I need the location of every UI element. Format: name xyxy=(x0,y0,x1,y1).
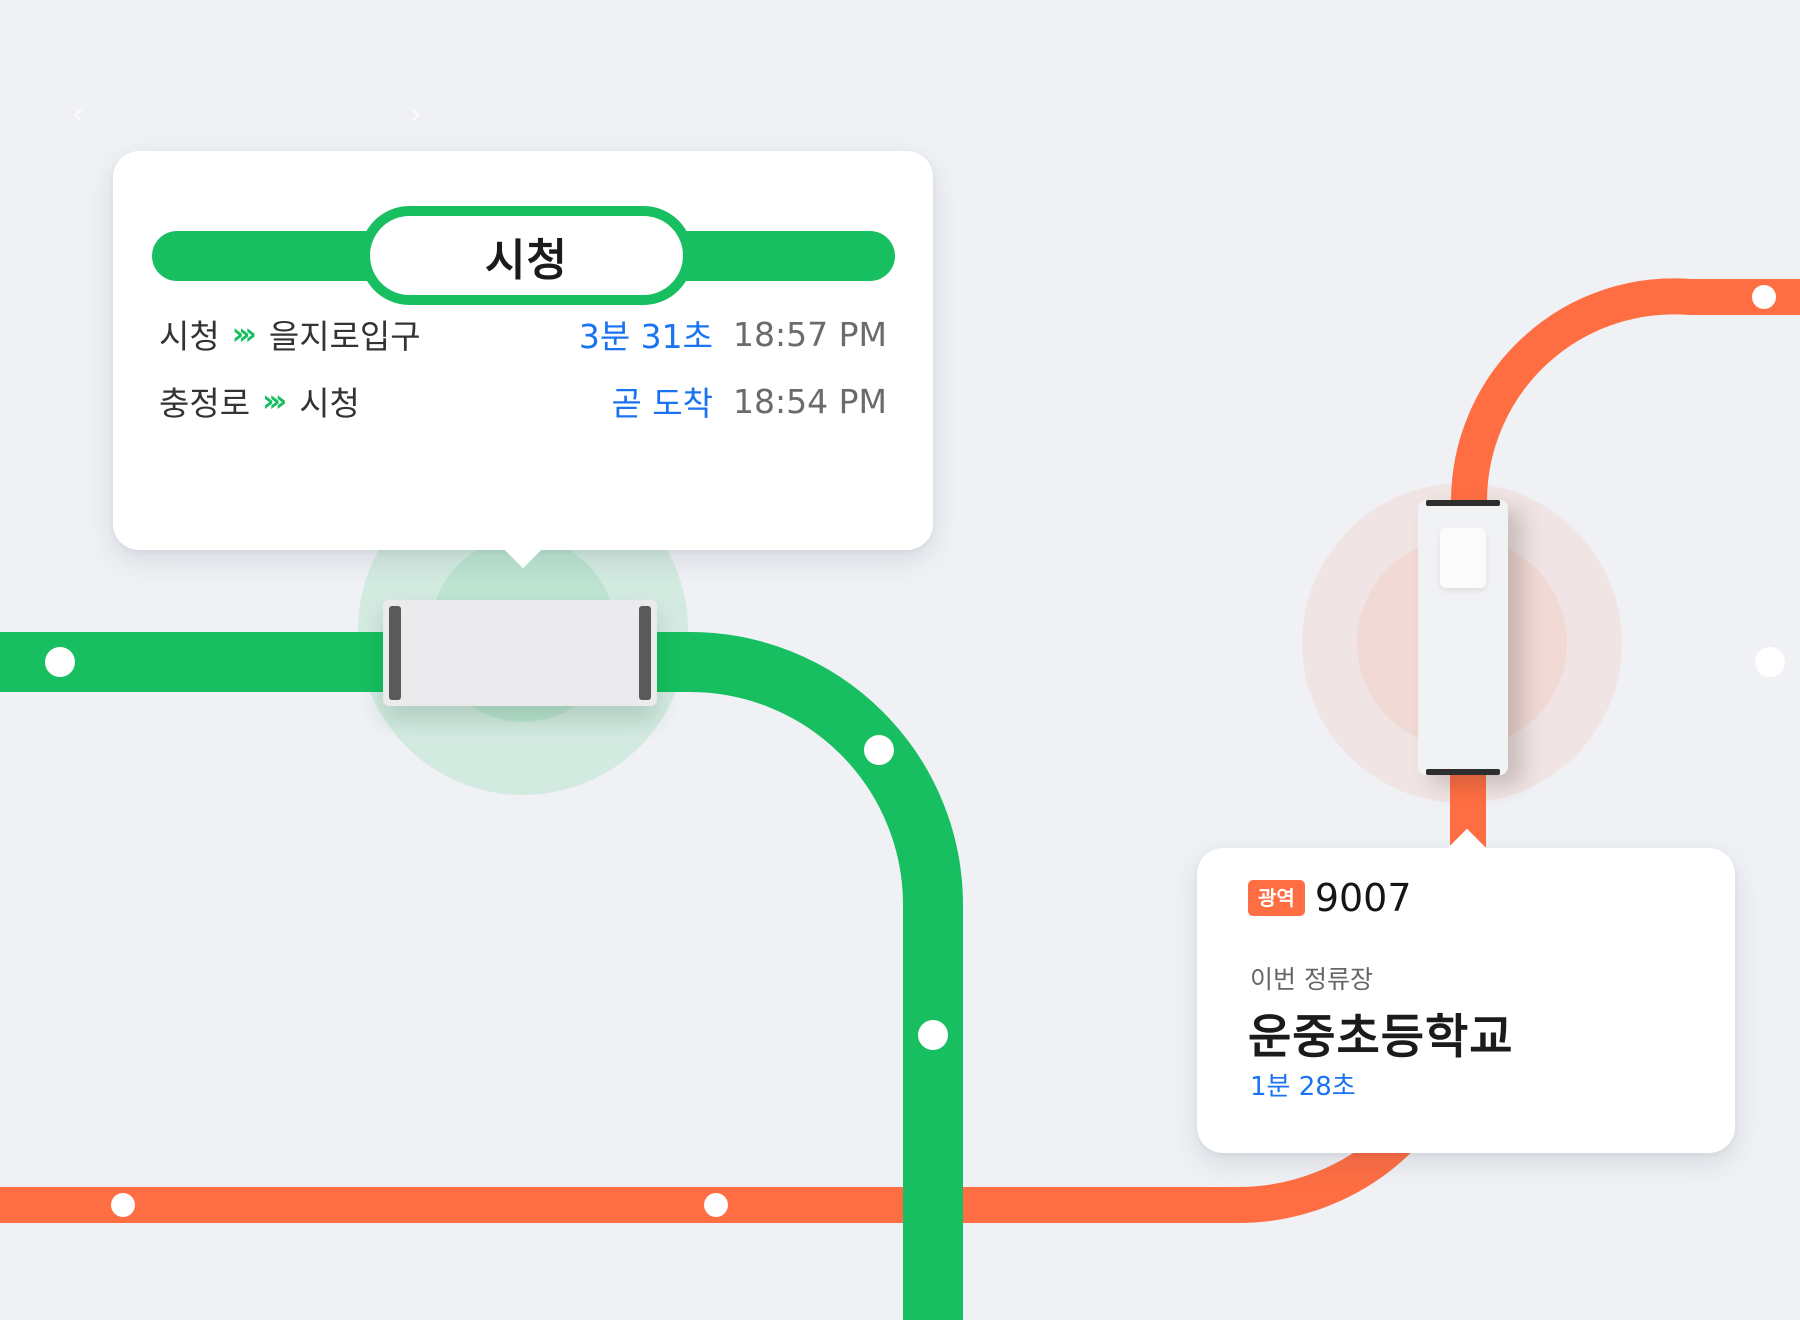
subway-stop-dot xyxy=(45,647,75,677)
bus-rear-bumper xyxy=(1426,769,1500,775)
train-door-left xyxy=(389,606,401,700)
arrival-eta: 3분 31초 xyxy=(578,317,714,356)
bus-vehicle[interactable] xyxy=(1418,500,1508,775)
map-dot xyxy=(1755,647,1785,677)
direction-arrows-icon: ››› xyxy=(262,383,287,419)
route-from: 시청 xyxy=(159,317,220,356)
bus-route-line-upper xyxy=(1451,278,1800,520)
subway-line xyxy=(0,632,963,1320)
arrival-time: 18:57 PM xyxy=(733,314,887,354)
bus-info-card[interactable]: 광역 9007 이번 정류장 운중초등학교 1분 28초 xyxy=(1197,828,1735,1153)
subway-stop-dot xyxy=(918,1020,948,1050)
route-row[interactable]: 충정로 ››› 시청 곧 도착 18:54 PM xyxy=(159,376,887,426)
subway-station-card[interactable]: 시청 시청 ››› 을지로입구 3분 31초 18:57 PM 충정로 ››› … xyxy=(113,151,933,569)
route-row[interactable]: 시청 ››› 을지로입구 3분 31초 18:57 PM xyxy=(159,309,887,359)
subway-train-vehicle[interactable] xyxy=(383,600,657,706)
bus-arrival-eta: 1분 28초 xyxy=(1250,1072,1356,1102)
route-to: 을지로입구 xyxy=(268,317,421,356)
route-from: 충정로 xyxy=(159,384,251,423)
arrival-time: 18:54 PM xyxy=(733,381,887,421)
next-stop-label: 이번 정류장 xyxy=(1250,965,1373,994)
station-name: 시청 xyxy=(485,234,568,286)
chevron-right-icon[interactable]: › xyxy=(410,97,422,132)
bus-roof-hatch xyxy=(1440,528,1486,588)
bus-route-number: 9007 xyxy=(1314,876,1412,920)
bus-type-badge: 광역 xyxy=(1248,880,1305,916)
station-name-pill: 시청 xyxy=(360,206,693,305)
train-door-right xyxy=(639,606,651,700)
subway-stop-dot xyxy=(864,735,894,765)
direction-arrows-icon: ››› xyxy=(231,316,257,352)
route-to: 시청 xyxy=(299,384,360,423)
next-stop-name: 운중초등학교 xyxy=(1248,1010,1514,1065)
arrival-eta: 곧 도착 xyxy=(611,384,714,423)
bus-stop-dot xyxy=(1752,285,1776,309)
bus-stop-dot xyxy=(111,1193,135,1217)
bus-stop-dot xyxy=(704,1193,728,1217)
bus-front-bumper xyxy=(1426,500,1500,506)
chevron-left-icon[interactable]: ‹ xyxy=(72,97,84,132)
